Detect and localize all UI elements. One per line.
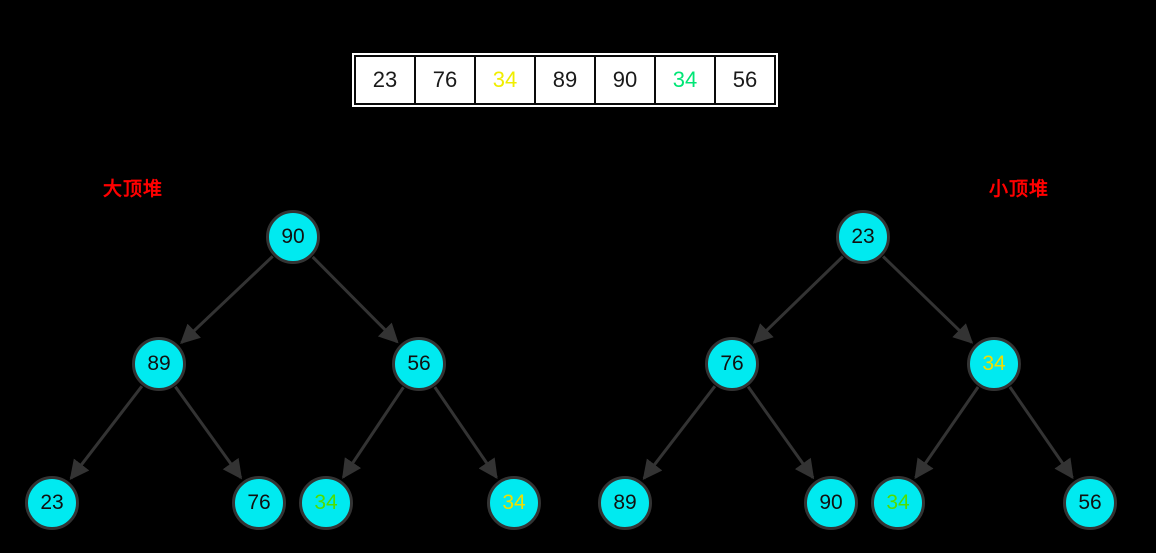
edge-max-90-to-max-89 <box>180 255 274 345</box>
min-heap-node-min-56: 56 <box>1063 476 1117 530</box>
edge-min-34y-to-min-56 <box>1008 386 1074 480</box>
array-cell-0: 23 <box>354 55 416 105</box>
edge-max-89-to-max-23 <box>69 385 144 480</box>
edge-max-89-to-max-76 <box>174 385 243 480</box>
array-cell-2: 34 <box>474 55 536 105</box>
array-cell-6: 56 <box>714 55 776 105</box>
max-heap-node-max-89: 89 <box>132 337 186 391</box>
max-heap-node-max-90: 90 <box>266 210 320 264</box>
array-cell-5: 34 <box>654 55 716 105</box>
min-heap-node-min-76: 76 <box>705 337 759 391</box>
edge-min-34y-to-min-34g <box>914 386 980 480</box>
max-heap-node-max-56: 56 <box>392 337 446 391</box>
edge-min-76-to-min-89 <box>642 385 717 480</box>
edge-min-76-to-min-90 <box>746 385 815 480</box>
edge-max-90-to-max-56 <box>311 255 399 344</box>
array-cell-3: 89 <box>534 55 596 105</box>
array-cell-1: 76 <box>414 55 476 105</box>
min-heap-node-min-34y: 34 <box>967 337 1021 391</box>
edge-min-23-to-min-34y <box>882 255 974 344</box>
max-heap-node-max-76: 76 <box>232 476 286 530</box>
edge-max-56-to-max-34g <box>341 386 405 479</box>
edge-min-23-to-min-76 <box>752 255 844 344</box>
max-heap-label: 大顶堆 <box>103 179 164 200</box>
min-heap-label: 小顶堆 <box>989 179 1050 200</box>
min-heap-node-min-34g: 34 <box>871 476 925 530</box>
array-cell-4: 90 <box>594 55 656 105</box>
min-heap-node-min-89: 89 <box>598 476 652 530</box>
max-heap-node-max-34y: 34 <box>487 476 541 530</box>
edge-max-56-to-max-34y <box>433 386 498 480</box>
min-heap-node-min-23: 23 <box>836 210 890 264</box>
max-heap-node-max-23: 23 <box>25 476 79 530</box>
max-heap-node-max-34g: 34 <box>299 476 353 530</box>
min-heap-node-min-90: 90 <box>804 476 858 530</box>
